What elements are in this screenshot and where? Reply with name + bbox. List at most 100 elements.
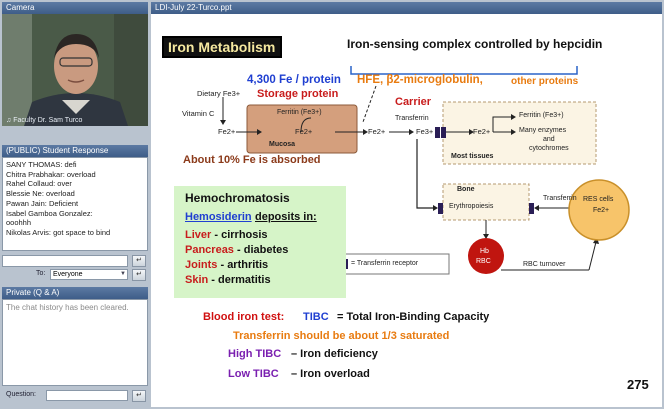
mucosa-label: Mucosa [269, 141, 296, 148]
student-response-title-bar: (PUBLIC) Student Response [2, 145, 148, 157]
slide-heading-box [162, 36, 282, 58]
private-qa-title: Private (Q & A) [6, 288, 60, 297]
private-qa-title-bar: Private (Q & A) [2, 287, 148, 299]
camera-title-bar: Camera [2, 2, 148, 14]
transferrin2-label: Transferrin [543, 195, 577, 202]
many-enzymes-text: Many enzymes [519, 127, 567, 134]
speaker-icon: ♫ [6, 117, 12, 124]
recipient-select[interactable]: Everyone ▼ [50, 269, 128, 280]
low-tibc-desc: – Iron overload [291, 368, 370, 380]
to-label: To: [36, 270, 46, 277]
hemo-item-liver: Liver - cirrhosis [185, 229, 268, 241]
student-response-input[interactable] [2, 255, 128, 267]
hemochromatosis-box [174, 186, 346, 298]
chat-message: Rahel Collaud: over [6, 179, 72, 189]
slide-title-bar: LDI-July 22-Turco.ppt [151, 2, 662, 14]
chat-message: Isabel Gamboa Gonzalez: [6, 208, 93, 218]
question-input[interactable] [46, 390, 128, 401]
absorbed-text: About 10% Fe is absorbed [183, 154, 321, 166]
iron-sensing-text: Iron-sensing complex controlled by hepci… [347, 37, 603, 51]
organ-effect: - diabetes [237, 244, 289, 256]
organ-effect: - cirrhosis [214, 229, 268, 241]
slide-window-title: LDI-July 22-Turco.ppt [155, 3, 232, 12]
question-label: Question: [6, 391, 36, 398]
history-cleared-text: The chat history has been cleared. [6, 303, 129, 312]
student-response-input-row: ↵ [2, 255, 148, 268]
storage-protein-text: Storage protein [257, 88, 339, 100]
fe2-tissue: Fe2+ [473, 127, 491, 136]
transferrin-receptor-legend: = Transferrin receptor [351, 260, 419, 267]
ferritin-tissue: Ferritin (Fe3+) [519, 112, 564, 119]
chat-message: Nikolas Arvis: got space to bind [6, 227, 111, 237]
return-arrow-icon: ↵ [136, 392, 142, 399]
cytochromes-text: cytochromes [529, 145, 569, 152]
other-proteins-text: other proteins [511, 76, 579, 87]
rbc-turnover-label: RBC turnover [523, 261, 566, 268]
chat-message: Pawan Jain: Deficient [6, 198, 79, 208]
fe2-mucosa: Fe2+ [295, 127, 313, 136]
bone-label: Bone [457, 186, 475, 193]
camera-video: ♫ Faculty Dr. Sam Turco [2, 14, 148, 126]
rbc-label: RBC [476, 258, 491, 265]
chat-message: SANY THOMAS: defi [6, 160, 77, 169]
send-button[interactable]: ↵ [132, 255, 146, 267]
organ-name: Liver [185, 229, 212, 241]
hb-label: Hb [480, 248, 489, 255]
ferritin-mucosa: Ferritin (Fe3+) [277, 109, 322, 116]
diagram-lines [220, 66, 630, 275]
fe-per-protein: 4,300 Fe / protein [247, 74, 341, 86]
slide-heading: Iron Metabolism [168, 39, 276, 55]
chat-message: Chitra Prabhakar: overload [6, 169, 96, 179]
blood-test-text: Blood iron test: [203, 311, 285, 323]
high-tibc-label: High TIBC [228, 348, 282, 360]
transferrin-saturation-text: Transferrin should be about 1/3 saturate… [233, 330, 450, 342]
transferrin-label: Transferrin [395, 115, 429, 122]
most-tissues-label: Most tissues [451, 153, 494, 160]
erythropoiesis-label: Erythropoiesis [449, 203, 494, 210]
low-tibc-label: Low TIBC [228, 368, 279, 380]
organ-effect: - dermatitis [211, 274, 271, 286]
chat-message: Blessie Ne: overload [6, 189, 75, 199]
chevron-down-icon: ▼ [120, 271, 126, 277]
hemo-item-joints: Joints - arthritis [185, 259, 268, 271]
hfe-text: HFE, β2-microglobulin, [357, 74, 483, 86]
student-response-chat-log[interactable]: SANY THOMAS: defi Chitra Prabhakar: over… [2, 157, 148, 251]
presenter-video-frame [2, 14, 148, 126]
res-fe2: Fe2+ [593, 207, 610, 214]
fe2-out: Fe2+ [368, 127, 386, 136]
carrier-text: Carrier [395, 96, 432, 108]
return-arrow-icon: ↵ [136, 271, 142, 278]
high-tibc-desc: – Iron deficiency [291, 348, 378, 360]
organ-effect: - arthritis [220, 259, 269, 271]
hemo-item-pancreas: Pancreas - diabetes [185, 244, 288, 256]
dietary-fe-text: Dietary Fe3+ [197, 89, 241, 98]
deposits-text: deposits in: [255, 211, 317, 223]
recipient-row: To: Everyone ▼ ↵ [2, 269, 148, 281]
presenter-name-label: ♫ Faculty Dr. Sam Turco [6, 117, 83, 124]
and-text: and [543, 136, 555, 143]
organ-name: Skin [185, 274, 209, 286]
private-qa-log[interactable]: The chat history has been cleared. [2, 299, 148, 386]
hemo-item-skin: Skin - dermatitis [185, 274, 271, 286]
hemochromatosis-title: Hemochromatosis [185, 191, 290, 205]
hemosiderin-text: Hemosiderin [185, 211, 252, 223]
recipient-value: Everyone [53, 271, 83, 278]
camera-title: Camera [6, 3, 35, 12]
vitamin-c-text: Vitamin C [182, 109, 215, 118]
presentation-slide: Iron Metabolism Iron-sensing complex con… [151, 14, 662, 407]
fe2-dietary: Fe2+ [218, 127, 236, 136]
organ-name: Joints [185, 259, 218, 271]
tibc-text: TIBC [303, 311, 329, 323]
student-response-title: (PUBLIC) Student Response [6, 146, 109, 155]
page-number: 275 [627, 377, 649, 392]
return-arrow-icon: ↵ [136, 257, 142, 264]
chat-message: ooohhh [6, 218, 32, 228]
tibc-definition: = Total Iron-Binding Capacity [337, 311, 490, 323]
organ-name: Pancreas [185, 244, 234, 256]
send-to-button[interactable]: ↵ [132, 269, 146, 281]
question-row: Question: ↵ [2, 390, 148, 402]
res-cells-label: RES cells [583, 196, 614, 203]
question-send-button[interactable]: ↵ [132, 390, 146, 402]
fe3-transferrin: Fe3+ [416, 127, 434, 136]
